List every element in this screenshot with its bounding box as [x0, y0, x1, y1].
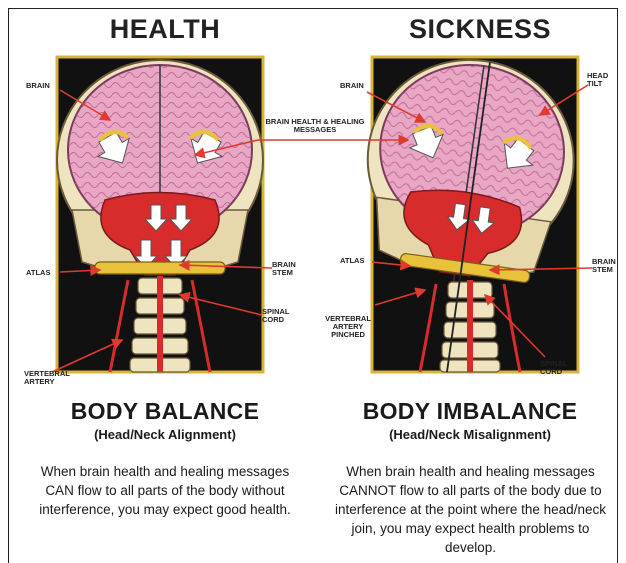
health-diagram: [57, 57, 263, 372]
sickness-title: SICKNESS: [370, 14, 590, 45]
sickness-diagram: [351, 47, 587, 372]
body-imbalance-subheading: (Head/Neck Misalignment): [335, 427, 605, 442]
sickness-brain-stem-label: BRAIN STEM: [592, 258, 622, 274]
sickness-atlas-label: ATLAS: [340, 257, 364, 265]
body-imbalance-heading: BODY IMBALANCE: [335, 398, 605, 425]
health-vertebral-artery-label: VERTEBRAL ARTERY: [24, 370, 74, 386]
body-balance-subheading: (Head/Neck Alignment): [40, 427, 290, 442]
sickness-description: When brain health and healing messages C…: [328, 462, 613, 557]
sickness-brain-label: BRAIN: [340, 82, 364, 90]
health-atlas-label: ATLAS: [26, 269, 50, 277]
health-title: HEALTH: [70, 14, 260, 45]
health-atlas: [95, 262, 225, 274]
messages-label: BRAIN HEALTH & HEALING MESSAGES: [265, 118, 365, 134]
sickness-spinal-cord-label: SPINAL CORD: [540, 360, 580, 376]
spinal-cord-label: SPINAL CORD: [262, 308, 302, 324]
body-balance-heading: BODY BALANCE: [40, 398, 290, 425]
vertebral-artery-pinched-label: VERTEBRAL ARTERY PINCHED: [318, 315, 378, 339]
health-brain-label: BRAIN: [26, 82, 50, 90]
brain-stem-label: BRAIN STEM: [272, 261, 307, 277]
head-tilt-label: HEAD TILT: [587, 72, 617, 88]
health-description: When brain health and healing messages C…: [30, 462, 300, 519]
